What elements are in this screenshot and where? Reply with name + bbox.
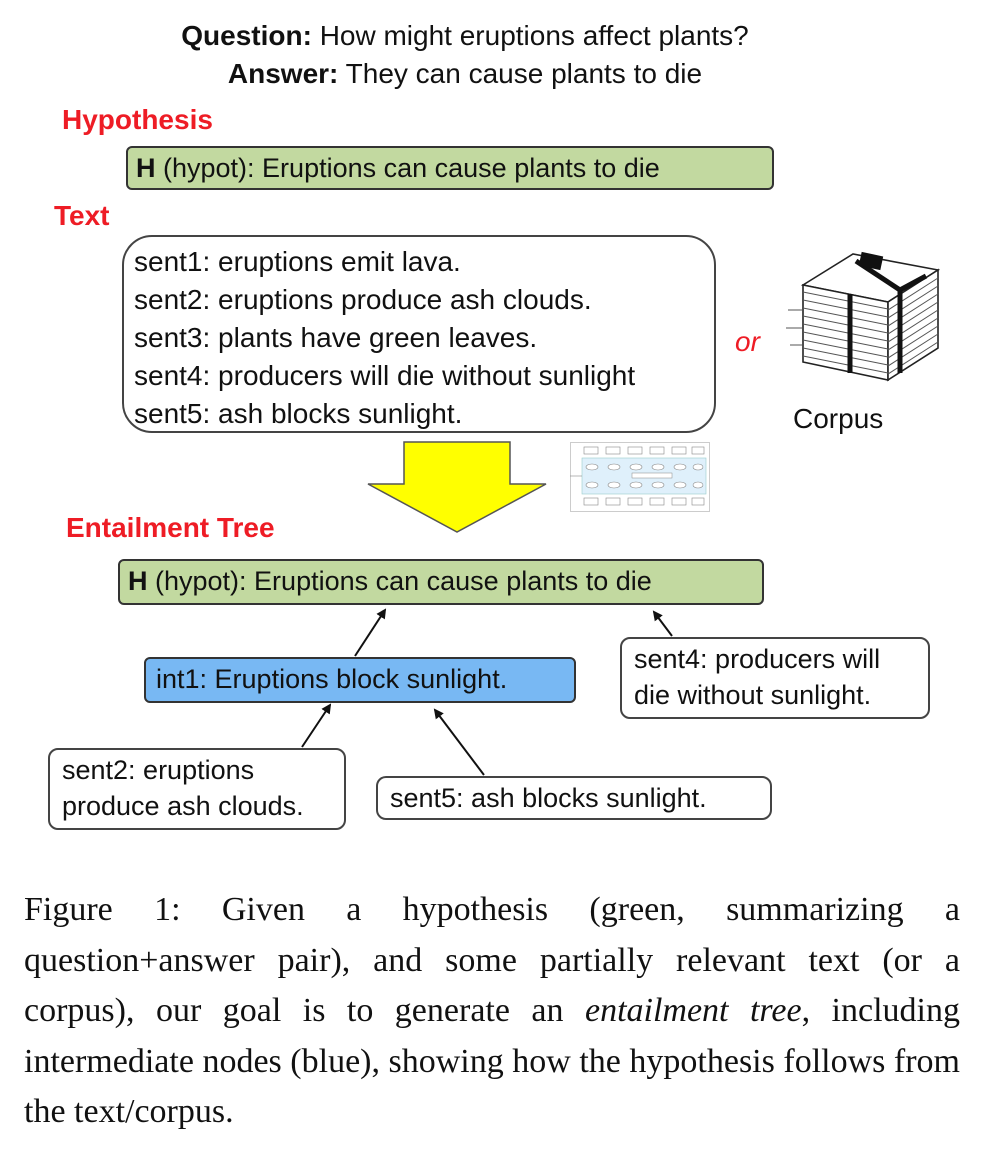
- text-section-label: Text: [54, 200, 110, 231]
- tree-sent2-line: produce ash clouds.: [62, 791, 304, 821]
- caption-text: Figure 1: Given a hypothesis (green, sum…: [24, 891, 960, 1029]
- tree-sent5-node: sent5: ash blocks sunlight.: [376, 776, 772, 820]
- question-label: Question:: [181, 20, 312, 51]
- edge-sent5-to-int1: [433, 708, 485, 776]
- tree-root-prefix: H: [128, 566, 148, 596]
- answer-line: Answer: They can cause plants to die: [0, 56, 930, 92]
- hypothesis-text: (hypot): Eruptions can cause plants to d…: [163, 153, 660, 183]
- text-sentence: sent3: plants have green leaves.: [134, 322, 538, 353]
- or-label: or: [735, 326, 760, 357]
- tree-section-label: Entailment Tree: [66, 512, 275, 543]
- text-passage-box: sent1: eruptions emit lava. sent2: erupt…: [122, 235, 716, 433]
- edge-int1-to-root: [354, 608, 387, 657]
- hypothesis-box: H (hypot): Eruptions can cause plants to…: [126, 146, 774, 190]
- tree-sent4-line: die without sunlight.: [634, 680, 872, 710]
- edge-sent4-to-root: [652, 610, 673, 637]
- tree-root-text: (hypot): Eruptions can cause plants to d…: [155, 566, 652, 596]
- figure-caption: Figure 1: Given a hypothesis (green, sum…: [24, 885, 960, 1138]
- question-text: How might eruptions affect plants?: [319, 20, 749, 51]
- tree-sent2-line: sent2: eruptions: [62, 755, 255, 785]
- text-sentence: sent2: eruptions produce ash clouds.: [134, 284, 592, 315]
- tree-sent4-node: sent4: producers will die without sunlig…: [620, 637, 930, 719]
- answer-text: They can cause plants to die: [345, 58, 703, 89]
- edge-sent2-to-int1: [301, 703, 332, 748]
- hypothesis-section-label: Hypothesis: [62, 104, 213, 135]
- tree-sent5-text: sent5: ash blocks sunlight.: [390, 783, 707, 813]
- tree-sent2-node: sent2: eruptions produce ash clouds.: [48, 748, 346, 830]
- down-arrow-icon: [367, 441, 547, 533]
- hypothesis-prefix: H: [136, 153, 156, 183]
- question-line: Question: How might eruptions affect pla…: [0, 18, 930, 54]
- tree-int1-text: int1: Eruptions block sunlight.: [156, 664, 508, 694]
- tree-sent4-line: sent4: producers will: [634, 644, 881, 674]
- text-sentence: sent4: producers will die without sunlig…: [134, 360, 636, 391]
- corpus-label: Corpus: [793, 403, 884, 434]
- tree-int1-node: int1: Eruptions block sunlight.: [144, 657, 576, 703]
- model-diagram-thumbnail: [570, 442, 710, 512]
- answer-label: Answer:: [227, 58, 339, 89]
- text-sentence: sent1: eruptions emit lava.: [134, 246, 461, 277]
- caption-text-end: , including intermediate nodes (blue), s…: [24, 992, 960, 1130]
- tree-edges: [301, 608, 673, 776]
- corpus-papers-icon: [786, 251, 941, 382]
- caption-emphasis: entailment tree: [584, 992, 802, 1029]
- tree-root-hypothesis-node: H (hypot): Eruptions can cause plants to…: [118, 559, 764, 605]
- text-sentence: sent5: ash blocks sunlight.: [134, 398, 463, 429]
